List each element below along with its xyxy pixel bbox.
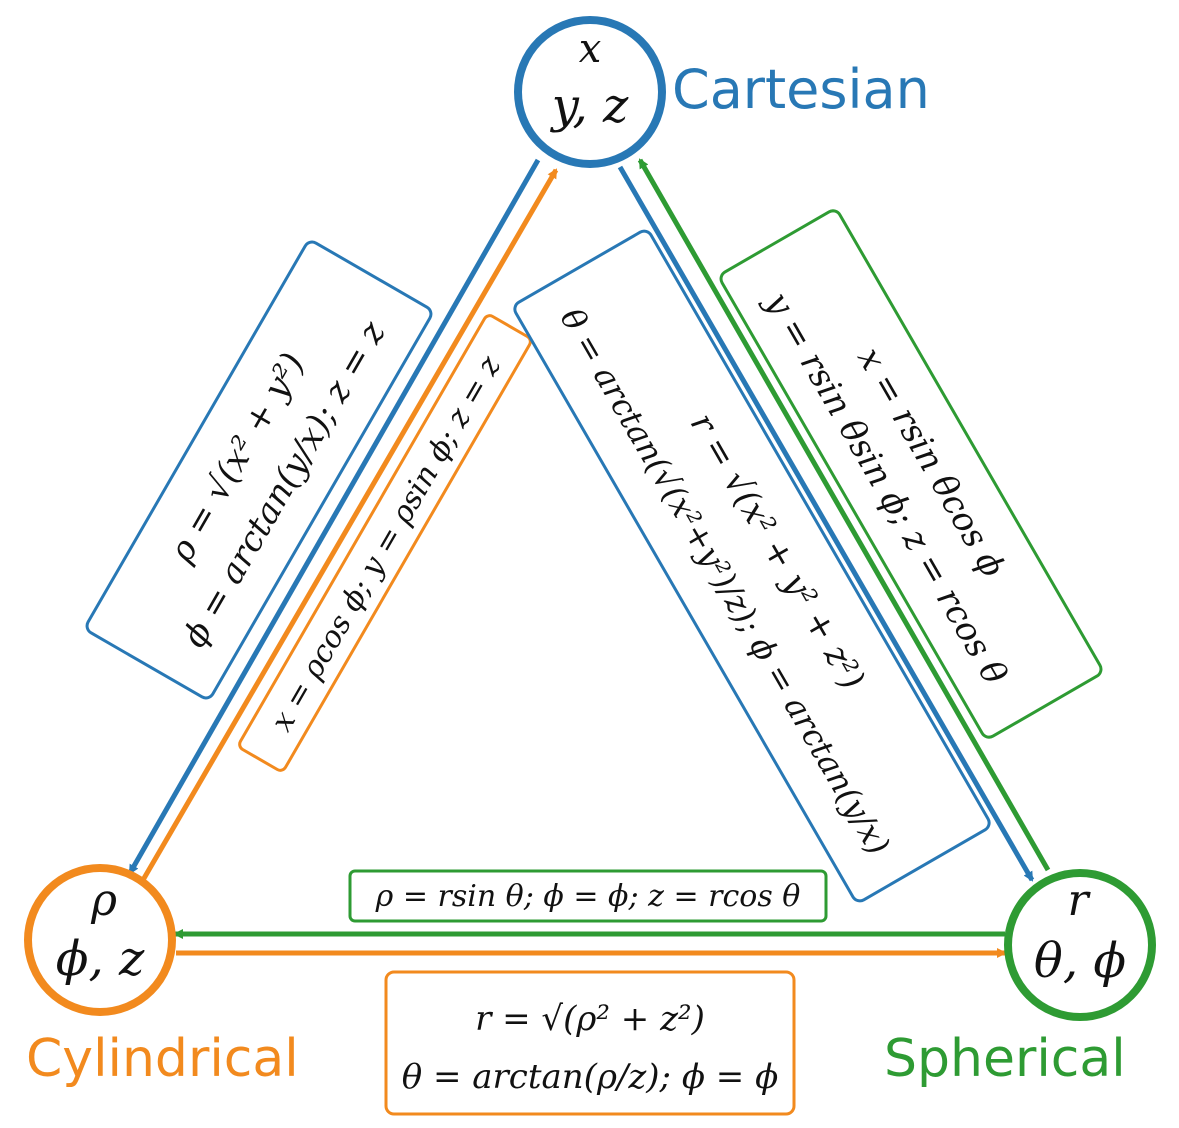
- formula-cyl-to-sph-line2: θ = arctan(ρ/z); ϕ = ϕ: [402, 1057, 779, 1097]
- node-spherical: r θ, ϕ: [1004, 869, 1156, 1021]
- label-spherical: Spherical: [884, 1029, 1126, 1089]
- node-cylindrical: ρ ϕ, z: [24, 864, 176, 1016]
- node-spherical-line1: r: [1067, 875, 1091, 926]
- node-cylindrical-line2: ϕ, z: [56, 931, 145, 987]
- label-cylindrical: Cylindrical: [26, 1029, 299, 1089]
- node-spherical-line2: θ, ϕ: [1034, 933, 1126, 989]
- arrow-spherical-to-cartesian: [637, 158, 1051, 872]
- node-cartesian: x y, z: [514, 16, 666, 168]
- node-cartesian-line2: y, z: [550, 78, 629, 134]
- label-cartesian: Cartesian: [672, 58, 930, 121]
- node-cartesian-line1: x: [579, 26, 602, 72]
- formula-sph-to-cyl-line1: ρ = rsin θ; ϕ = ϕ; z = rcos θ: [375, 879, 801, 914]
- arrow-cartesian-to-spherical: [617, 165, 1035, 882]
- formula-cyl-to-sph-line1: r = √(ρ² + z²): [475, 999, 705, 1039]
- formula-box-sph-to-cyl: ρ = rsin θ; ϕ = ϕ; z = rcos θ: [348, 869, 828, 923]
- arrow-cylindrical-to-cartesian: [140, 168, 559, 882]
- formula-box-cyl-to-sph: r = √(ρ² + z²) θ = arctan(ρ/z); ϕ = ϕ: [384, 970, 796, 1116]
- arrow-cartesian-to-cylindrical: [127, 158, 541, 875]
- node-cylindrical-line1: ρ: [90, 875, 117, 926]
